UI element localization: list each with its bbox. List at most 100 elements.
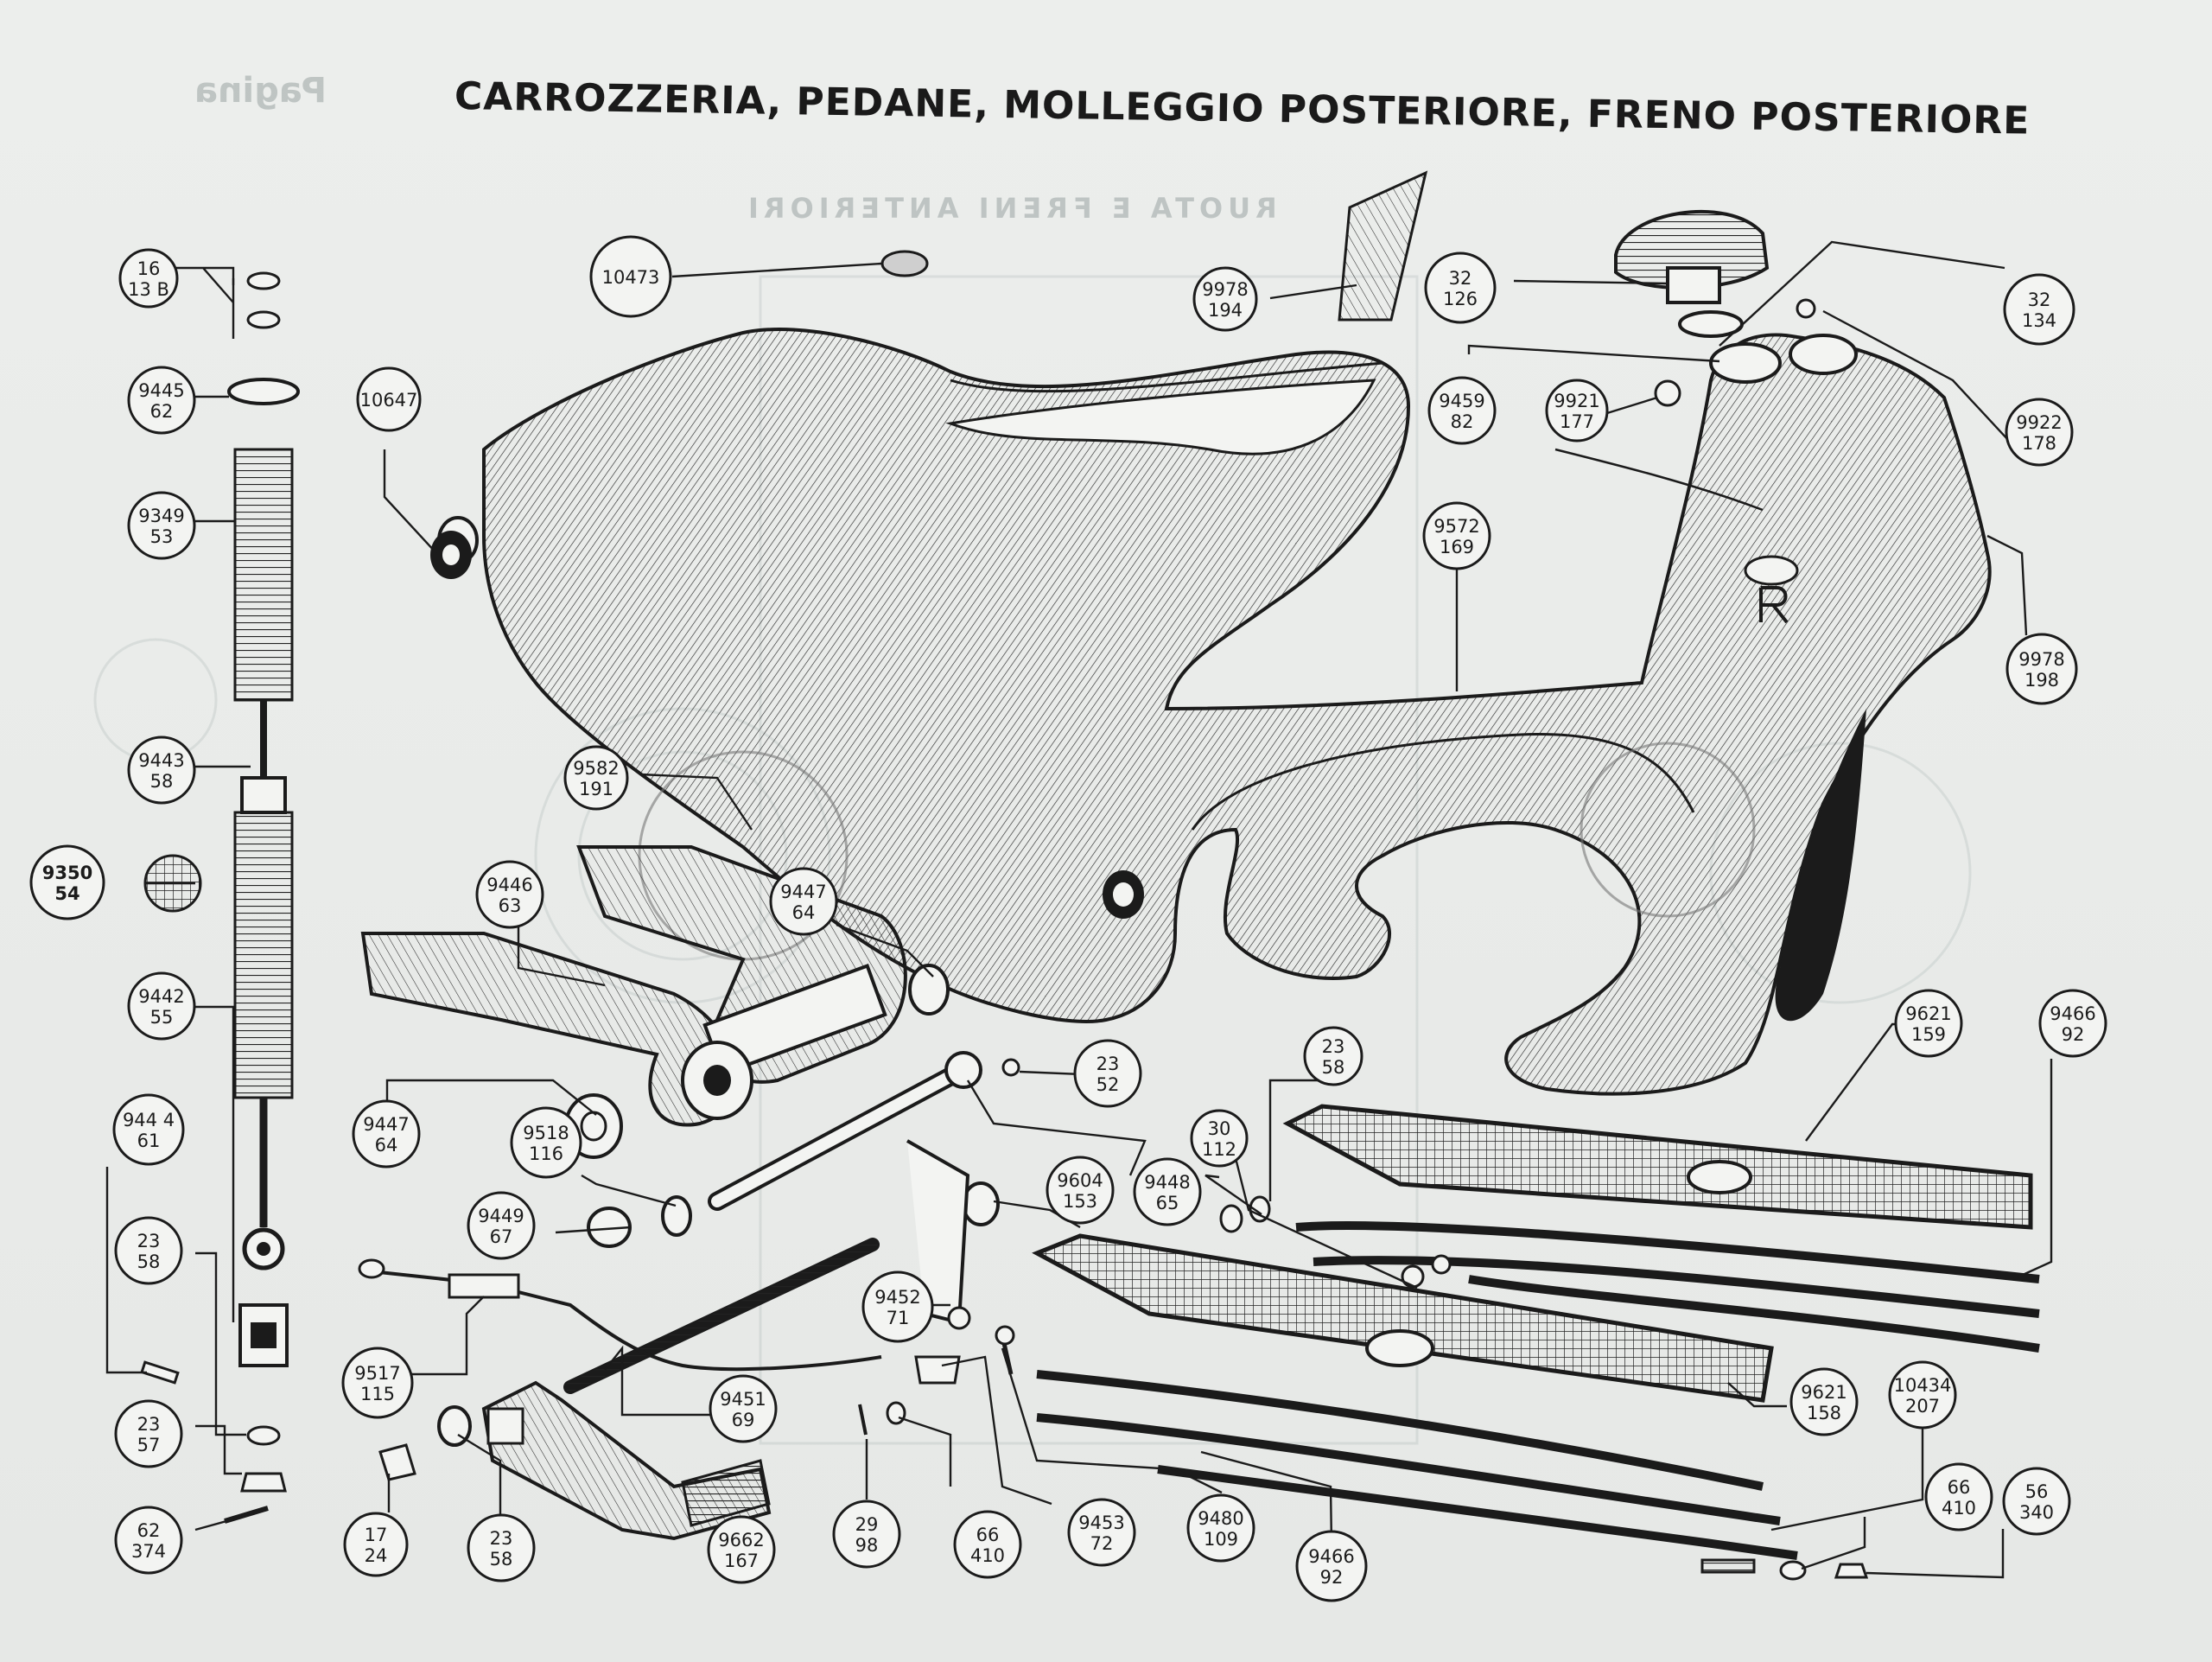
callout-circle	[114, 1506, 183, 1575]
callout-circle	[356, 366, 422, 432]
part-reference: 55	[150, 1007, 174, 1028]
callout-circle	[118, 248, 179, 309]
part-reference: 52	[1096, 1074, 1120, 1095]
part-number: 29	[855, 1514, 879, 1535]
part-reference: 98	[855, 1535, 879, 1556]
part-reference: 112	[1202, 1139, 1236, 1160]
part-reference: 158	[1807, 1403, 1841, 1423]
part-reference: 72	[1090, 1533, 1114, 1554]
part-reference: 58	[150, 771, 174, 792]
part-callout: 10647	[356, 366, 422, 432]
part-number: 23	[1322, 1036, 1345, 1057]
part-reference: 64	[792, 902, 816, 923]
part-number: 17	[365, 1525, 388, 1545]
grommet-part	[880, 250, 929, 277]
part-number: 9466	[1308, 1546, 1354, 1567]
footboard-left	[1032, 1233, 1798, 1560]
part-reference: 69	[732, 1410, 755, 1430]
washer-part	[661, 1195, 692, 1237]
small-screw-part	[1654, 379, 1681, 407]
callout-circle	[127, 491, 196, 560]
part-number: 9662	[718, 1530, 764, 1551]
part-reference: 71	[887, 1308, 910, 1328]
part-reference: 58	[490, 1549, 513, 1570]
callout-circle	[114, 1216, 183, 1285]
part-number: 9443	[138, 750, 184, 771]
part-callout: 944 461	[112, 1093, 185, 1166]
callout-circle	[475, 860, 544, 929]
part-reference: 61	[137, 1130, 161, 1151]
callout-circle	[29, 844, 105, 920]
part-number: 9572	[1433, 516, 1479, 537]
callout-circle	[1894, 989, 1963, 1058]
part-reference: 194	[1208, 300, 1243, 321]
callout-circle	[2002, 1467, 2071, 1536]
part-number: 23	[137, 1414, 161, 1435]
callout-circle	[112, 1093, 185, 1166]
callout-circle	[127, 366, 196, 435]
part-number: 9604	[1057, 1170, 1103, 1191]
part-number: 9621	[1905, 1003, 1951, 1024]
part-number: 23	[137, 1231, 161, 1251]
callout-circle	[467, 1191, 536, 1260]
part-number: 56	[2025, 1481, 2049, 1502]
part-number: 9921	[1554, 391, 1599, 411]
part-reference: 24	[365, 1545, 388, 1566]
part-reference: 134	[2022, 310, 2056, 331]
part-reference: 109	[1204, 1529, 1238, 1550]
rubber-grommet-part	[430, 531, 472, 579]
part-number: 16	[137, 258, 161, 279]
part-number: 32	[1449, 268, 1472, 289]
part-reference: 58	[1322, 1057, 1345, 1078]
callout-circle	[1186, 1493, 1255, 1563]
part-number: 9446	[486, 875, 532, 895]
part-reference: 62	[150, 401, 174, 422]
callout-circle	[589, 235, 672, 318]
part-reference: 153	[1063, 1191, 1097, 1212]
part-callout: 10473	[589, 235, 672, 318]
rumi-emblem	[1744, 555, 1799, 624]
part-number: 62	[137, 1520, 161, 1541]
callout-circle	[1303, 1026, 1363, 1086]
pivot-bolt-part	[708, 1051, 1020, 1211]
part-reference: 198	[2024, 670, 2059, 691]
part-reference: 178	[2022, 433, 2056, 454]
part-number: 10473	[602, 267, 660, 288]
callout-circle	[2005, 398, 2074, 467]
part-reference: 54	[54, 883, 79, 904]
part-number: 23	[490, 1528, 513, 1549]
callout-circle	[2005, 633, 2078, 705]
part-reference: 92	[1320, 1567, 1344, 1588]
part-reference: 374	[131, 1541, 166, 1562]
scooter-body-frame	[482, 328, 1992, 1096]
part-number: 9518	[523, 1123, 569, 1143]
part-reference: 167	[724, 1551, 759, 1571]
callout-circle	[769, 867, 838, 936]
callout-circle	[709, 1374, 778, 1443]
part-reference: 191	[579, 779, 613, 799]
callout-circle	[127, 735, 196, 805]
callout-circle	[1789, 1367, 1859, 1436]
